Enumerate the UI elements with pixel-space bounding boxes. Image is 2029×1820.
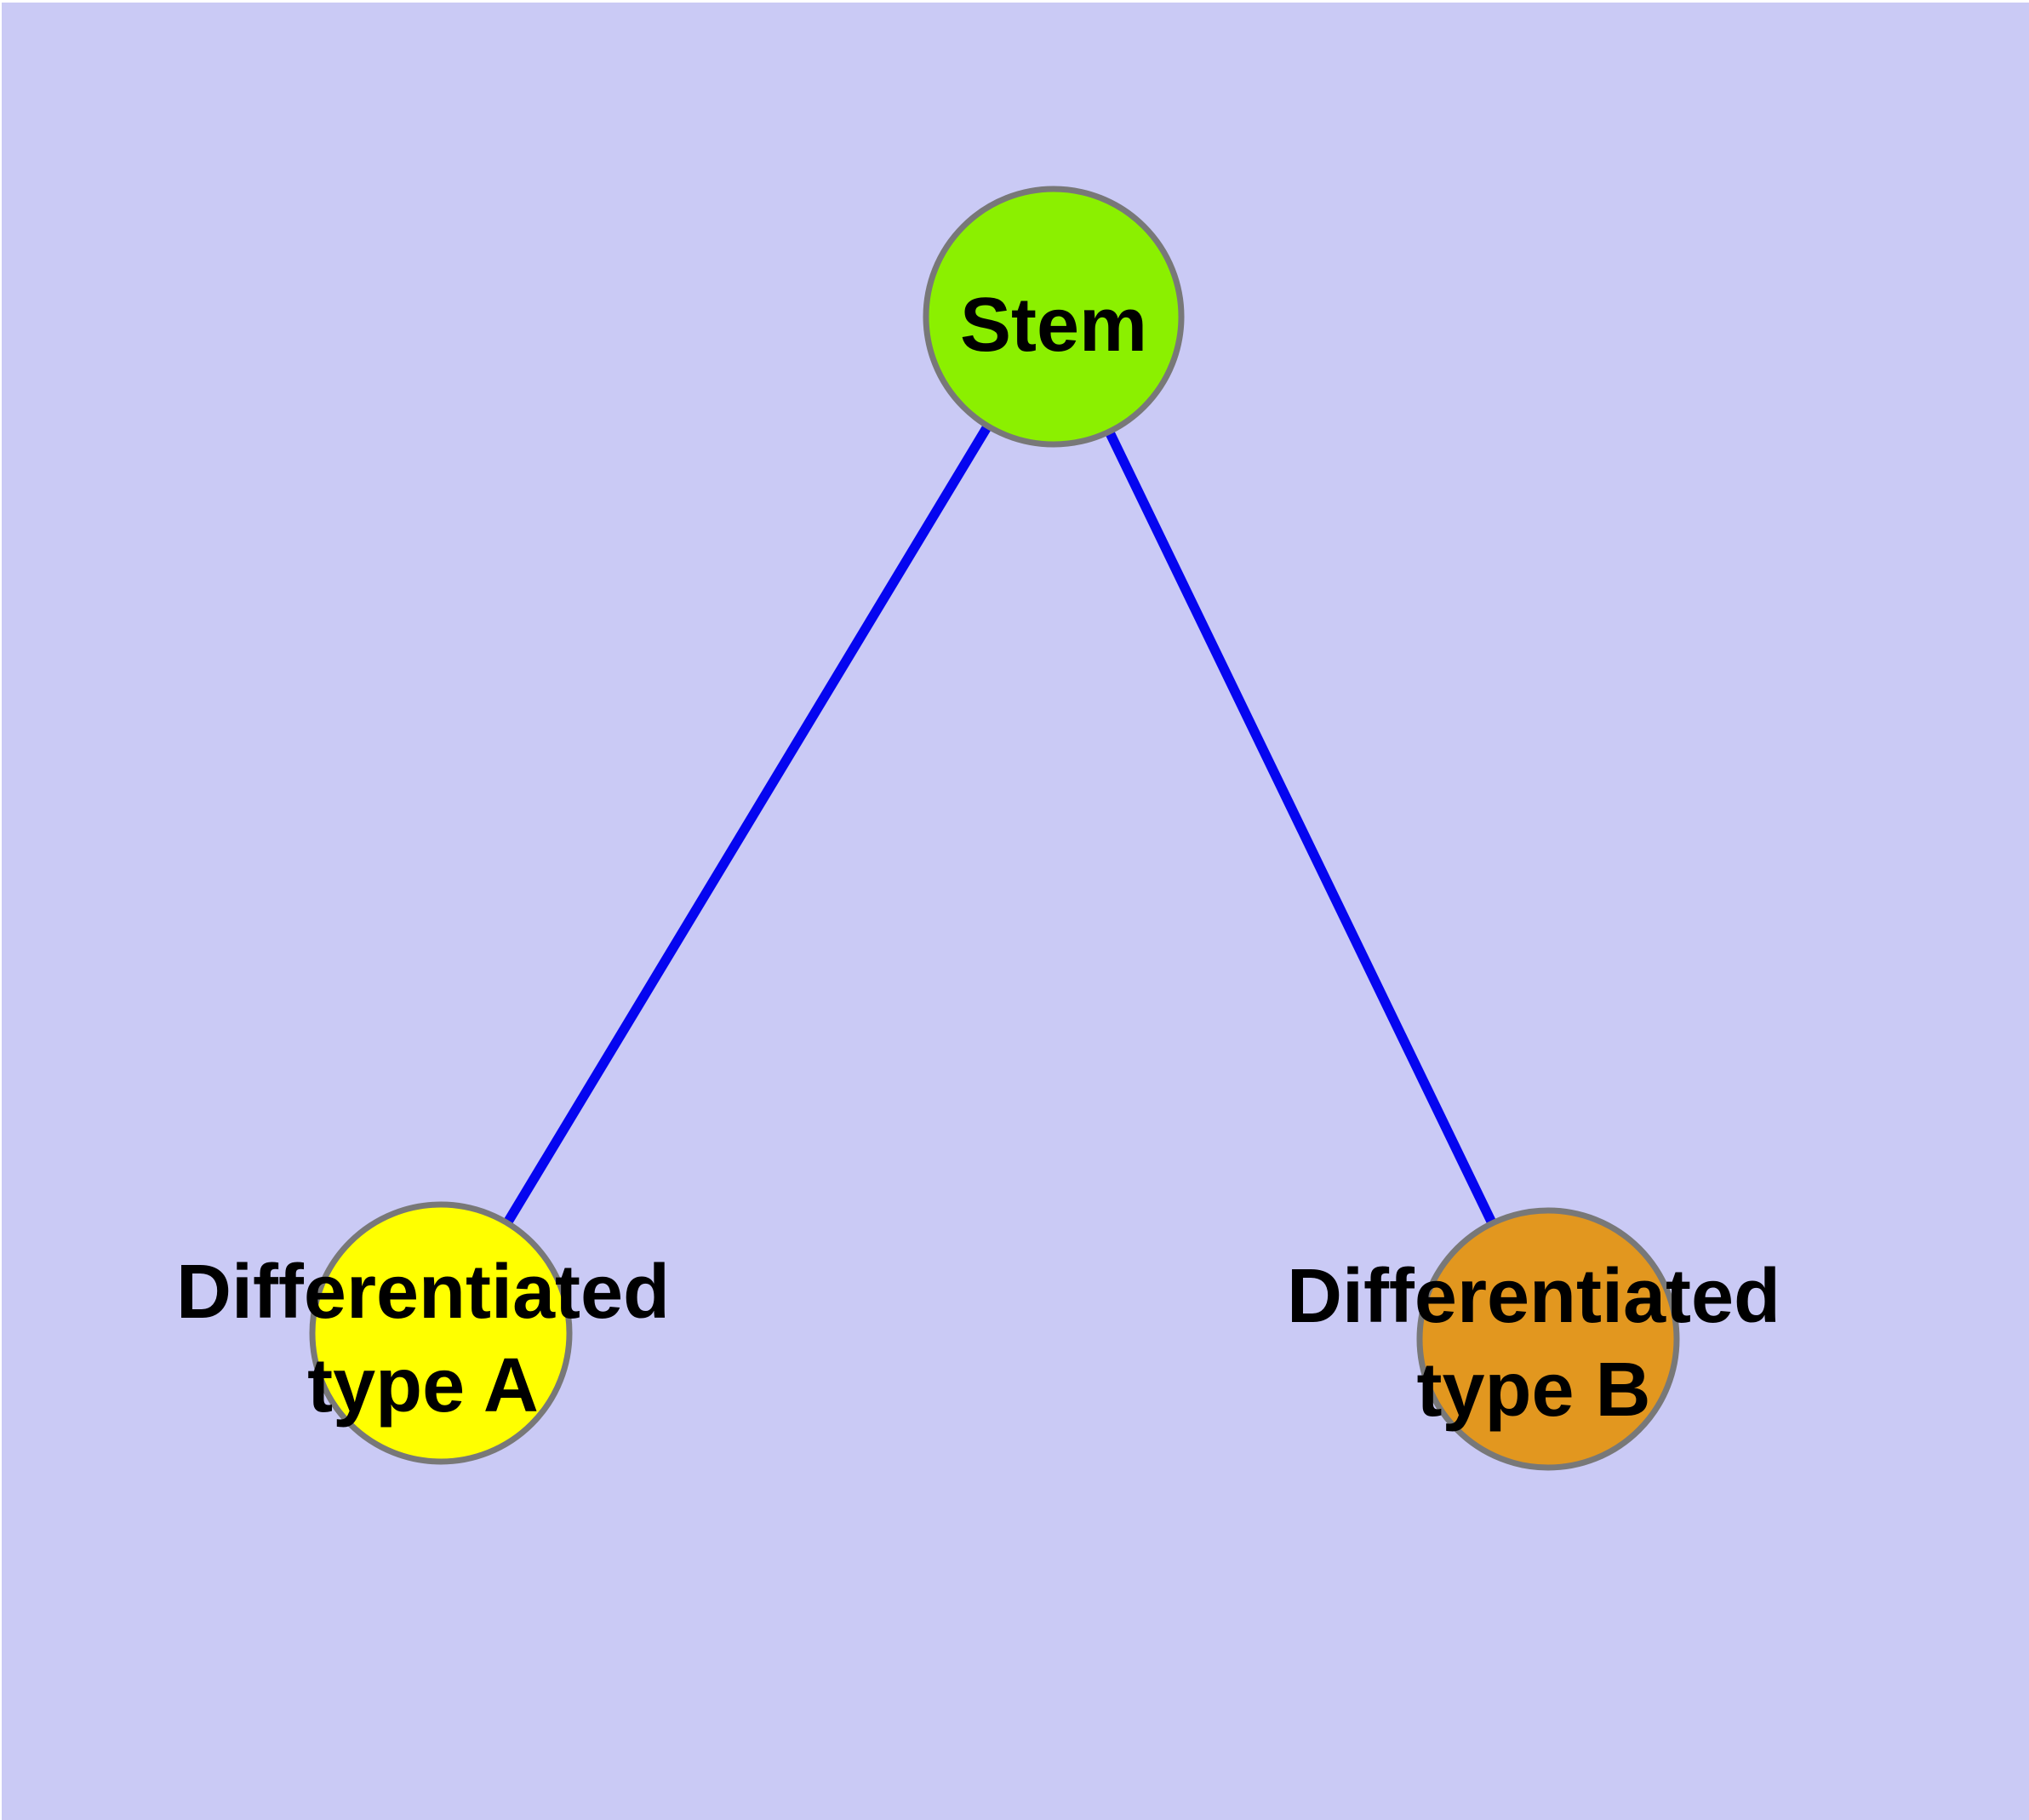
node-type-a-label-line2: type A — [307, 1343, 539, 1428]
edge-stem-to-type-a — [437, 314, 1058, 1336]
node-stem-circle — [923, 186, 1185, 448]
node-type-a-circle — [309, 1201, 573, 1465]
node-type-b-circle — [1416, 1207, 1680, 1471]
edge-stem-to-type-b — [1049, 314, 1553, 1342]
node-type-b-label-line2: type B — [1416, 1348, 1650, 1433]
node-type-a-label-line1: Differentiated — [176, 1250, 670, 1335]
node-type-b-label-line1: Differentiated — [1287, 1254, 1780, 1339]
node-stem-label: Stem — [960, 283, 1147, 368]
